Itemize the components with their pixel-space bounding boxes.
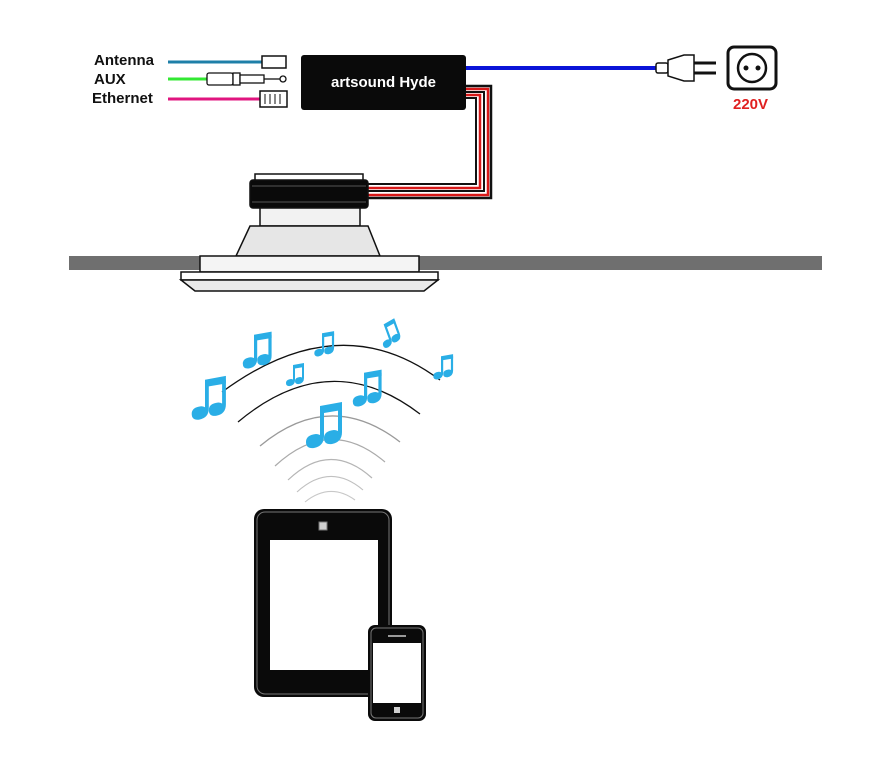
device-label: artsound Hyde [330,74,436,91]
music-note-icon [433,354,454,380]
music-notes [191,318,454,449]
voltage-label: 220V [733,96,769,113]
wall-socket-icon [726,45,778,91]
music-note-icon [352,369,382,407]
ceiling-panel [69,256,822,270]
ceiling-speaker-icon [178,173,441,292]
music-note-icon [286,363,304,387]
music-note-icon [191,375,226,420]
aux-label: AUX [94,71,126,88]
antenna-label: Antenna [94,52,154,69]
music-note-icon [375,318,403,349]
music-note-icon [314,331,335,357]
ethernet-label: Ethernet [92,90,153,107]
power-plug-icon [655,54,716,82]
artsound-hyde-device: artsound Hyde [301,55,466,110]
rj45-connector-icon [259,90,288,108]
speaker-wires [365,84,493,200]
wireless-waves [221,344,441,503]
music-note-icon [242,331,272,369]
tablet-icon [254,509,392,697]
aux-jack-icon [206,72,287,86]
antenna-connector-icon [261,55,287,69]
music-note-icon [306,402,342,449]
smartphone-icon [368,625,426,721]
